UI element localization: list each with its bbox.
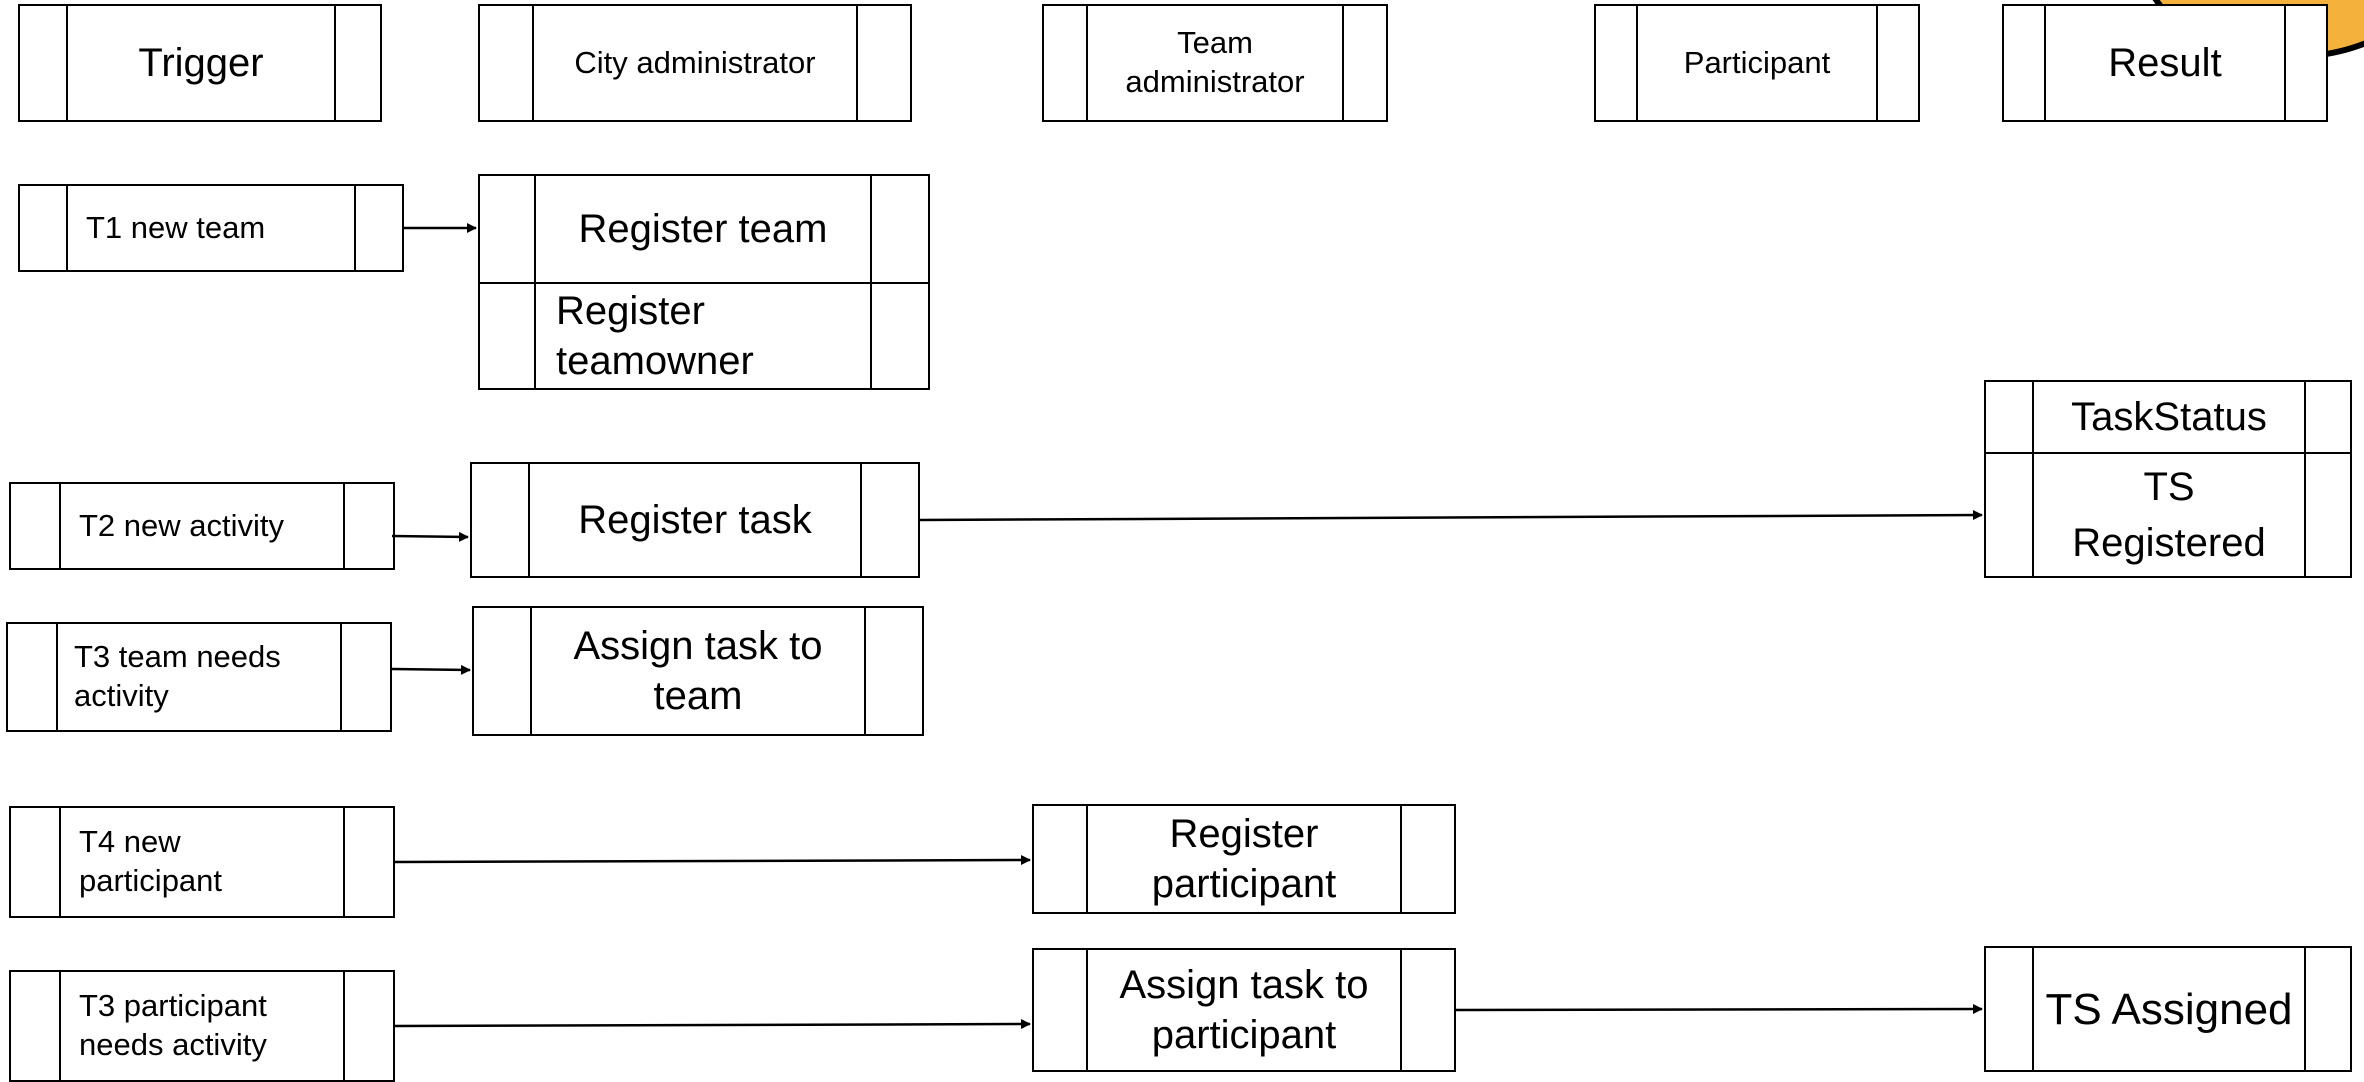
- arrow-register-task-to-ts-registered: [919, 510, 1983, 522]
- result-ts-registered-label: TS Registered: [2072, 465, 2266, 565]
- header-city-administrator-label: City administrator: [574, 44, 816, 80]
- arrow-t4-to-register-participant: [394, 855, 1031, 866]
- result-task-status-registered: TaskStatus TS Registered: [1984, 380, 2352, 578]
- arrow-t2-to-register-task: [391, 531, 469, 542]
- result-ts-assigned: TS Assigned: [1984, 946, 2352, 1072]
- trigger-t3-participant-needs-activity: T3 participant needs activity: [9, 970, 395, 1082]
- header-trigger: Trigger: [18, 4, 382, 122]
- trigger-t1-new-team: T1 new team: [18, 184, 404, 272]
- action-register-task-label: Register task: [578, 498, 812, 542]
- trigger-t4-label: T4 new participant: [79, 824, 223, 898]
- header-team-administrator-label: Team administrator: [1125, 25, 1305, 99]
- trigger-t3-participant-label: T3 participant needs activity: [79, 988, 267, 1062]
- arrow-assign-task-to-ts-assigned: [1455, 1004, 1983, 1015]
- header-trigger-label: Trigger: [138, 41, 264, 85]
- action-register-team-group: Register team Register teamowner: [478, 174, 930, 390]
- header-result: Result: [2002, 4, 2328, 122]
- trigger-t2-label: T2 new activity: [79, 507, 285, 543]
- action-assign-task-to-participant-label: Assign task to participant: [1119, 963, 1369, 1057]
- header-result-label: Result: [2108, 41, 2222, 85]
- action-assign-task-to-team: Assign task to team: [472, 606, 924, 736]
- trigger-t3-team-needs-activity: T3 team needs activity: [6, 622, 392, 732]
- header-participant: Participant: [1594, 4, 1920, 122]
- trigger-t1-label: T1 new team: [86, 209, 266, 245]
- header-city-administrator: City administrator: [478, 4, 912, 122]
- result-ts-assigned-label: TS Assigned: [2045, 984, 2293, 1034]
- trigger-t2-new-activity: T2 new activity: [9, 482, 395, 570]
- header-team-administrator: Team administrator: [1042, 4, 1388, 122]
- action-register-team-label: Register team: [578, 207, 828, 251]
- action-assign-task-to-team-label: Assign task to team: [573, 624, 823, 718]
- action-assign-task-to-participant: Assign task to participant: [1032, 948, 1456, 1072]
- action-register-participant-label: Register participant: [1151, 812, 1337, 906]
- header-participant-label: Participant: [1683, 44, 1831, 80]
- arrow-t3-participant-to-assign-task: [394, 1019, 1031, 1030]
- trigger-t4-new-participant: T4 new participant: [9, 806, 395, 918]
- action-register-task: Register task: [470, 462, 920, 578]
- action-register-participant: Register participant: [1032, 804, 1456, 914]
- arrow-t3-team-to-assign-task: [391, 664, 471, 675]
- trigger-t3-team-label: T3 team needs activity: [74, 639, 281, 713]
- result-task-status-label: TaskStatus: [2071, 395, 2267, 439]
- action-register-teamowner-label: Register teamowner: [556, 289, 754, 383]
